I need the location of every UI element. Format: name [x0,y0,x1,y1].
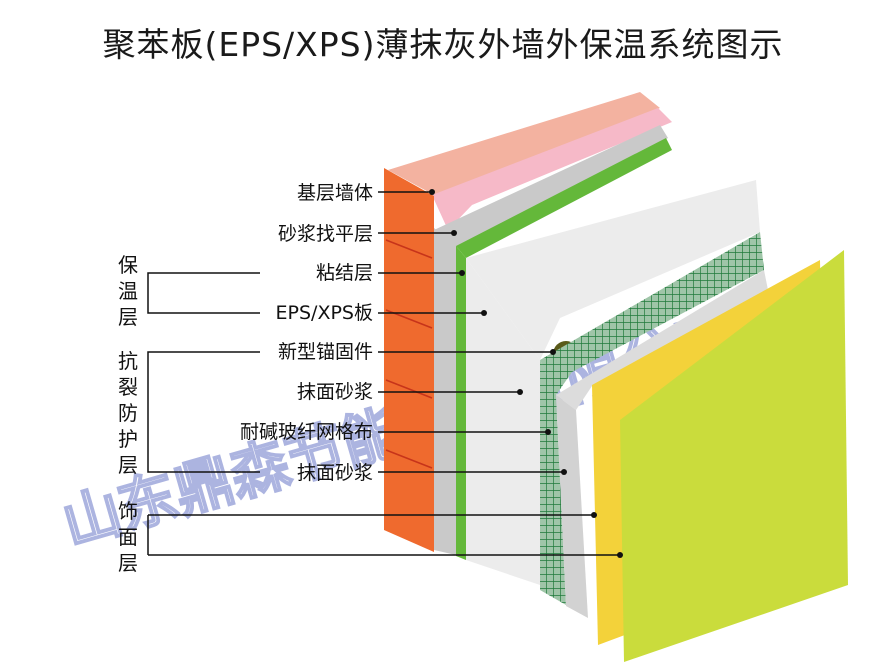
mesh-side [540,232,764,395]
finish-green [620,250,848,662]
label-leveling-mortar: 砂浆找平层 [278,223,373,245]
group-finish-char-2: 层 [118,551,138,575]
group-finish-char-1: 面 [118,525,138,549]
base-wall-top [388,92,660,195]
layer-labels: 基层墙体 砂浆找平层 粘结层 EPS/XPS板 新型锚固件 抹面砂浆 耐碱玻纤网… [240,182,373,484]
eps-board-side [466,180,760,360]
label-plaster-mortar-2: 抹面砂浆 [297,462,373,484]
label-eps-board: EPS/XPS板 [276,302,373,324]
leveling-mortar-top [434,125,668,248]
group-crack-char-4: 层 [118,453,138,477]
plaster-mortar-front [556,395,588,618]
group-insulation: 保 温 层 [118,253,138,329]
group-crack-char-0: 抗 [118,349,138,373]
group-insulation-char-1: 温 [118,279,138,303]
diagram-title: 聚苯板(EPS/XPS)薄抹灰外墙外保温系统图示 [102,25,784,64]
leader-lines [148,191,620,556]
label-adhesive: 粘结层 [316,262,373,284]
label-anchor: 新型锚固件 [278,341,373,363]
group-insulation-char-0: 保 [118,253,138,277]
group-finish-char-0: 饰 [118,499,138,523]
group-crack-char-1: 裂 [118,375,138,399]
adhesive-layer-front [456,246,466,560]
group-brackets [147,272,260,555]
group-crack-protection: 抗 裂 防 护 层 [118,349,138,477]
group-crack-char-3: 护 [118,427,138,451]
group-insulation-char-2: 层 [118,305,138,329]
adhesive-layer-top [456,138,672,258]
base-wall-cap [432,108,672,230]
leader-dots [429,189,623,558]
label-base-wall: 基层墙体 [297,182,373,204]
eps-board-front [466,258,540,585]
group-crack-char-2: 防 [118,401,138,425]
group-finish: 饰 面 层 [118,499,138,575]
mesh-front [540,360,566,605]
base-wall-front [384,168,434,552]
label-plaster-mortar-1: 抹面砂浆 [297,381,373,403]
plaster-mortar-side [556,270,770,410]
label-fiberglass-mesh: 耐碱玻纤网格布 [240,421,373,443]
